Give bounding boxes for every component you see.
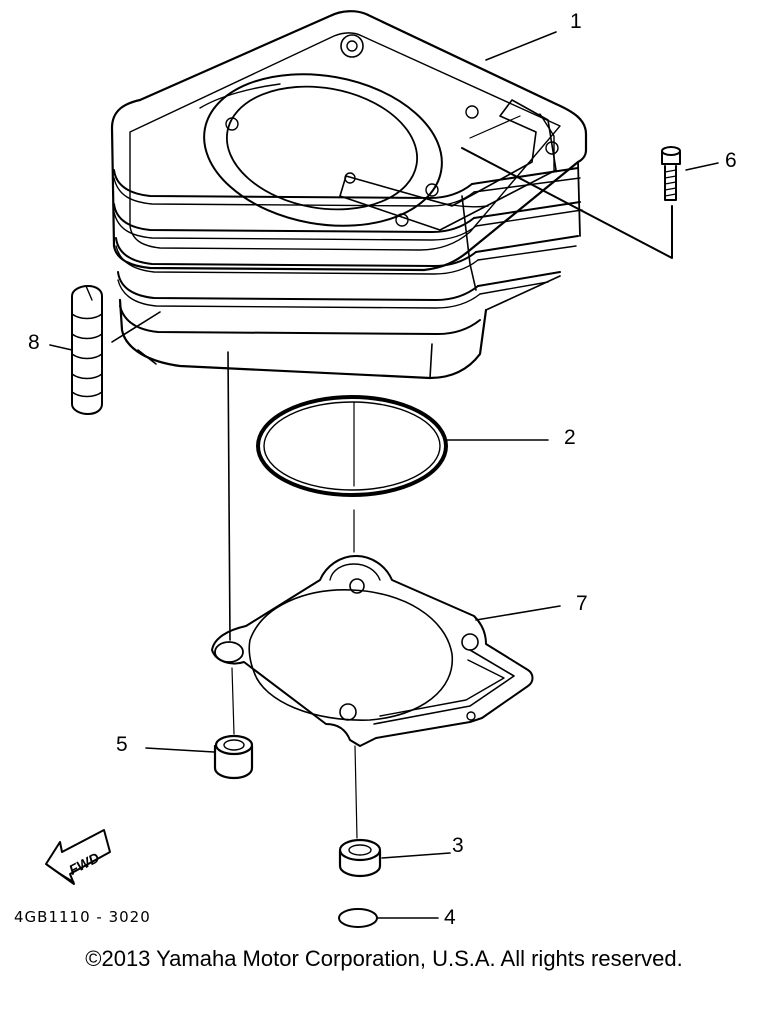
callout-7: 7 xyxy=(576,592,588,615)
fwd-label: FWD xyxy=(66,849,102,878)
callout-6: 6 xyxy=(725,149,737,172)
o-ring xyxy=(256,395,448,497)
callout-2: 2 xyxy=(564,426,576,449)
alignment-lines xyxy=(227,147,673,839)
callout-8: 8 xyxy=(28,331,40,354)
callout-1: 1 xyxy=(570,10,582,33)
leader-lines xyxy=(49,31,719,919)
bolt xyxy=(661,146,681,201)
stud-bolt xyxy=(71,285,103,415)
callout-3: 3 xyxy=(452,834,464,857)
cylinder-block xyxy=(110,10,588,380)
dowel-pin-5 xyxy=(213,734,254,780)
callout-labels: 1 2 3 4 5 6 7 8 xyxy=(28,10,737,929)
small-o-ring xyxy=(338,908,378,928)
diagram-part-code: 4GB1110 - 3020 xyxy=(14,908,151,926)
cylinder-gasket xyxy=(211,555,534,747)
forward-arrow-icon: FWD xyxy=(45,829,111,885)
callout-5: 5 xyxy=(116,733,128,756)
callout-4: 4 xyxy=(444,906,456,929)
copyright-notice: ©2013 Yamaha Motor Corporation, U.S.A. A… xyxy=(85,946,683,971)
dowel-pin-3 xyxy=(338,838,382,878)
